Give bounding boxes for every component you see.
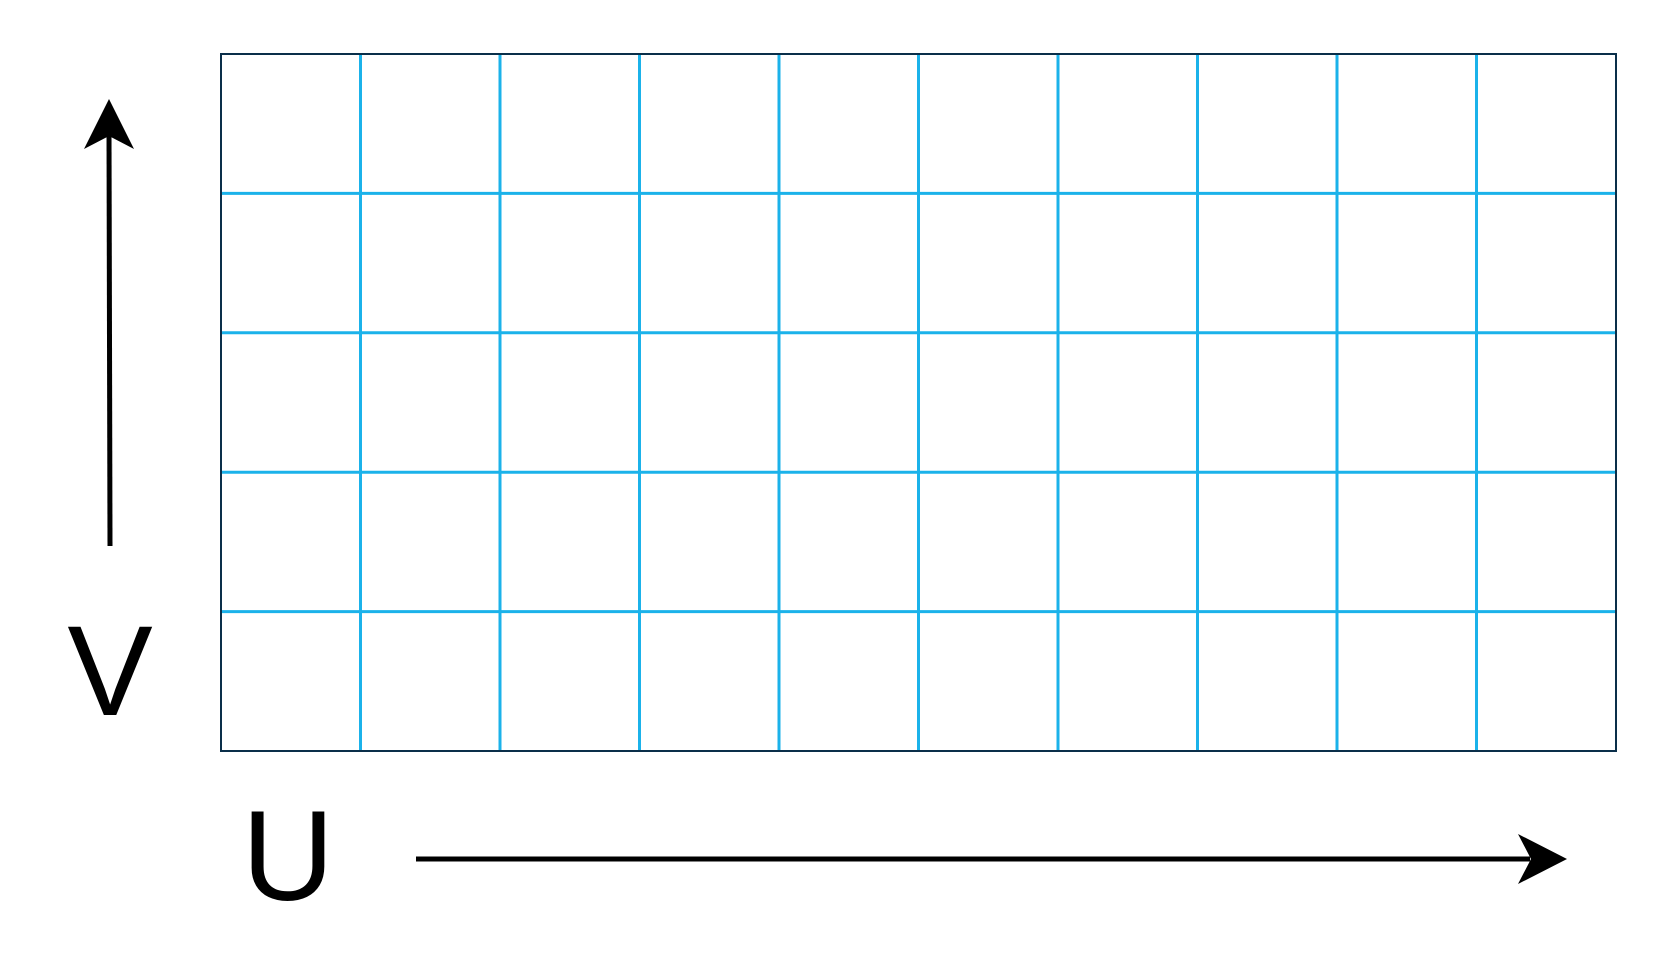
v-axis-arrowhead bbox=[84, 99, 134, 149]
grid-border bbox=[220, 53, 1617, 752]
v-axis-shaft bbox=[106, 131, 113, 547]
u-axis-arrow bbox=[416, 834, 1567, 884]
v-axis-label: V bbox=[67, 600, 152, 743]
u-axis-label: U bbox=[242, 785, 334, 928]
v-axis-arrow bbox=[84, 99, 134, 547]
u-axis-arrowhead bbox=[1518, 834, 1567, 884]
uv-grid bbox=[221, 54, 1616, 751]
